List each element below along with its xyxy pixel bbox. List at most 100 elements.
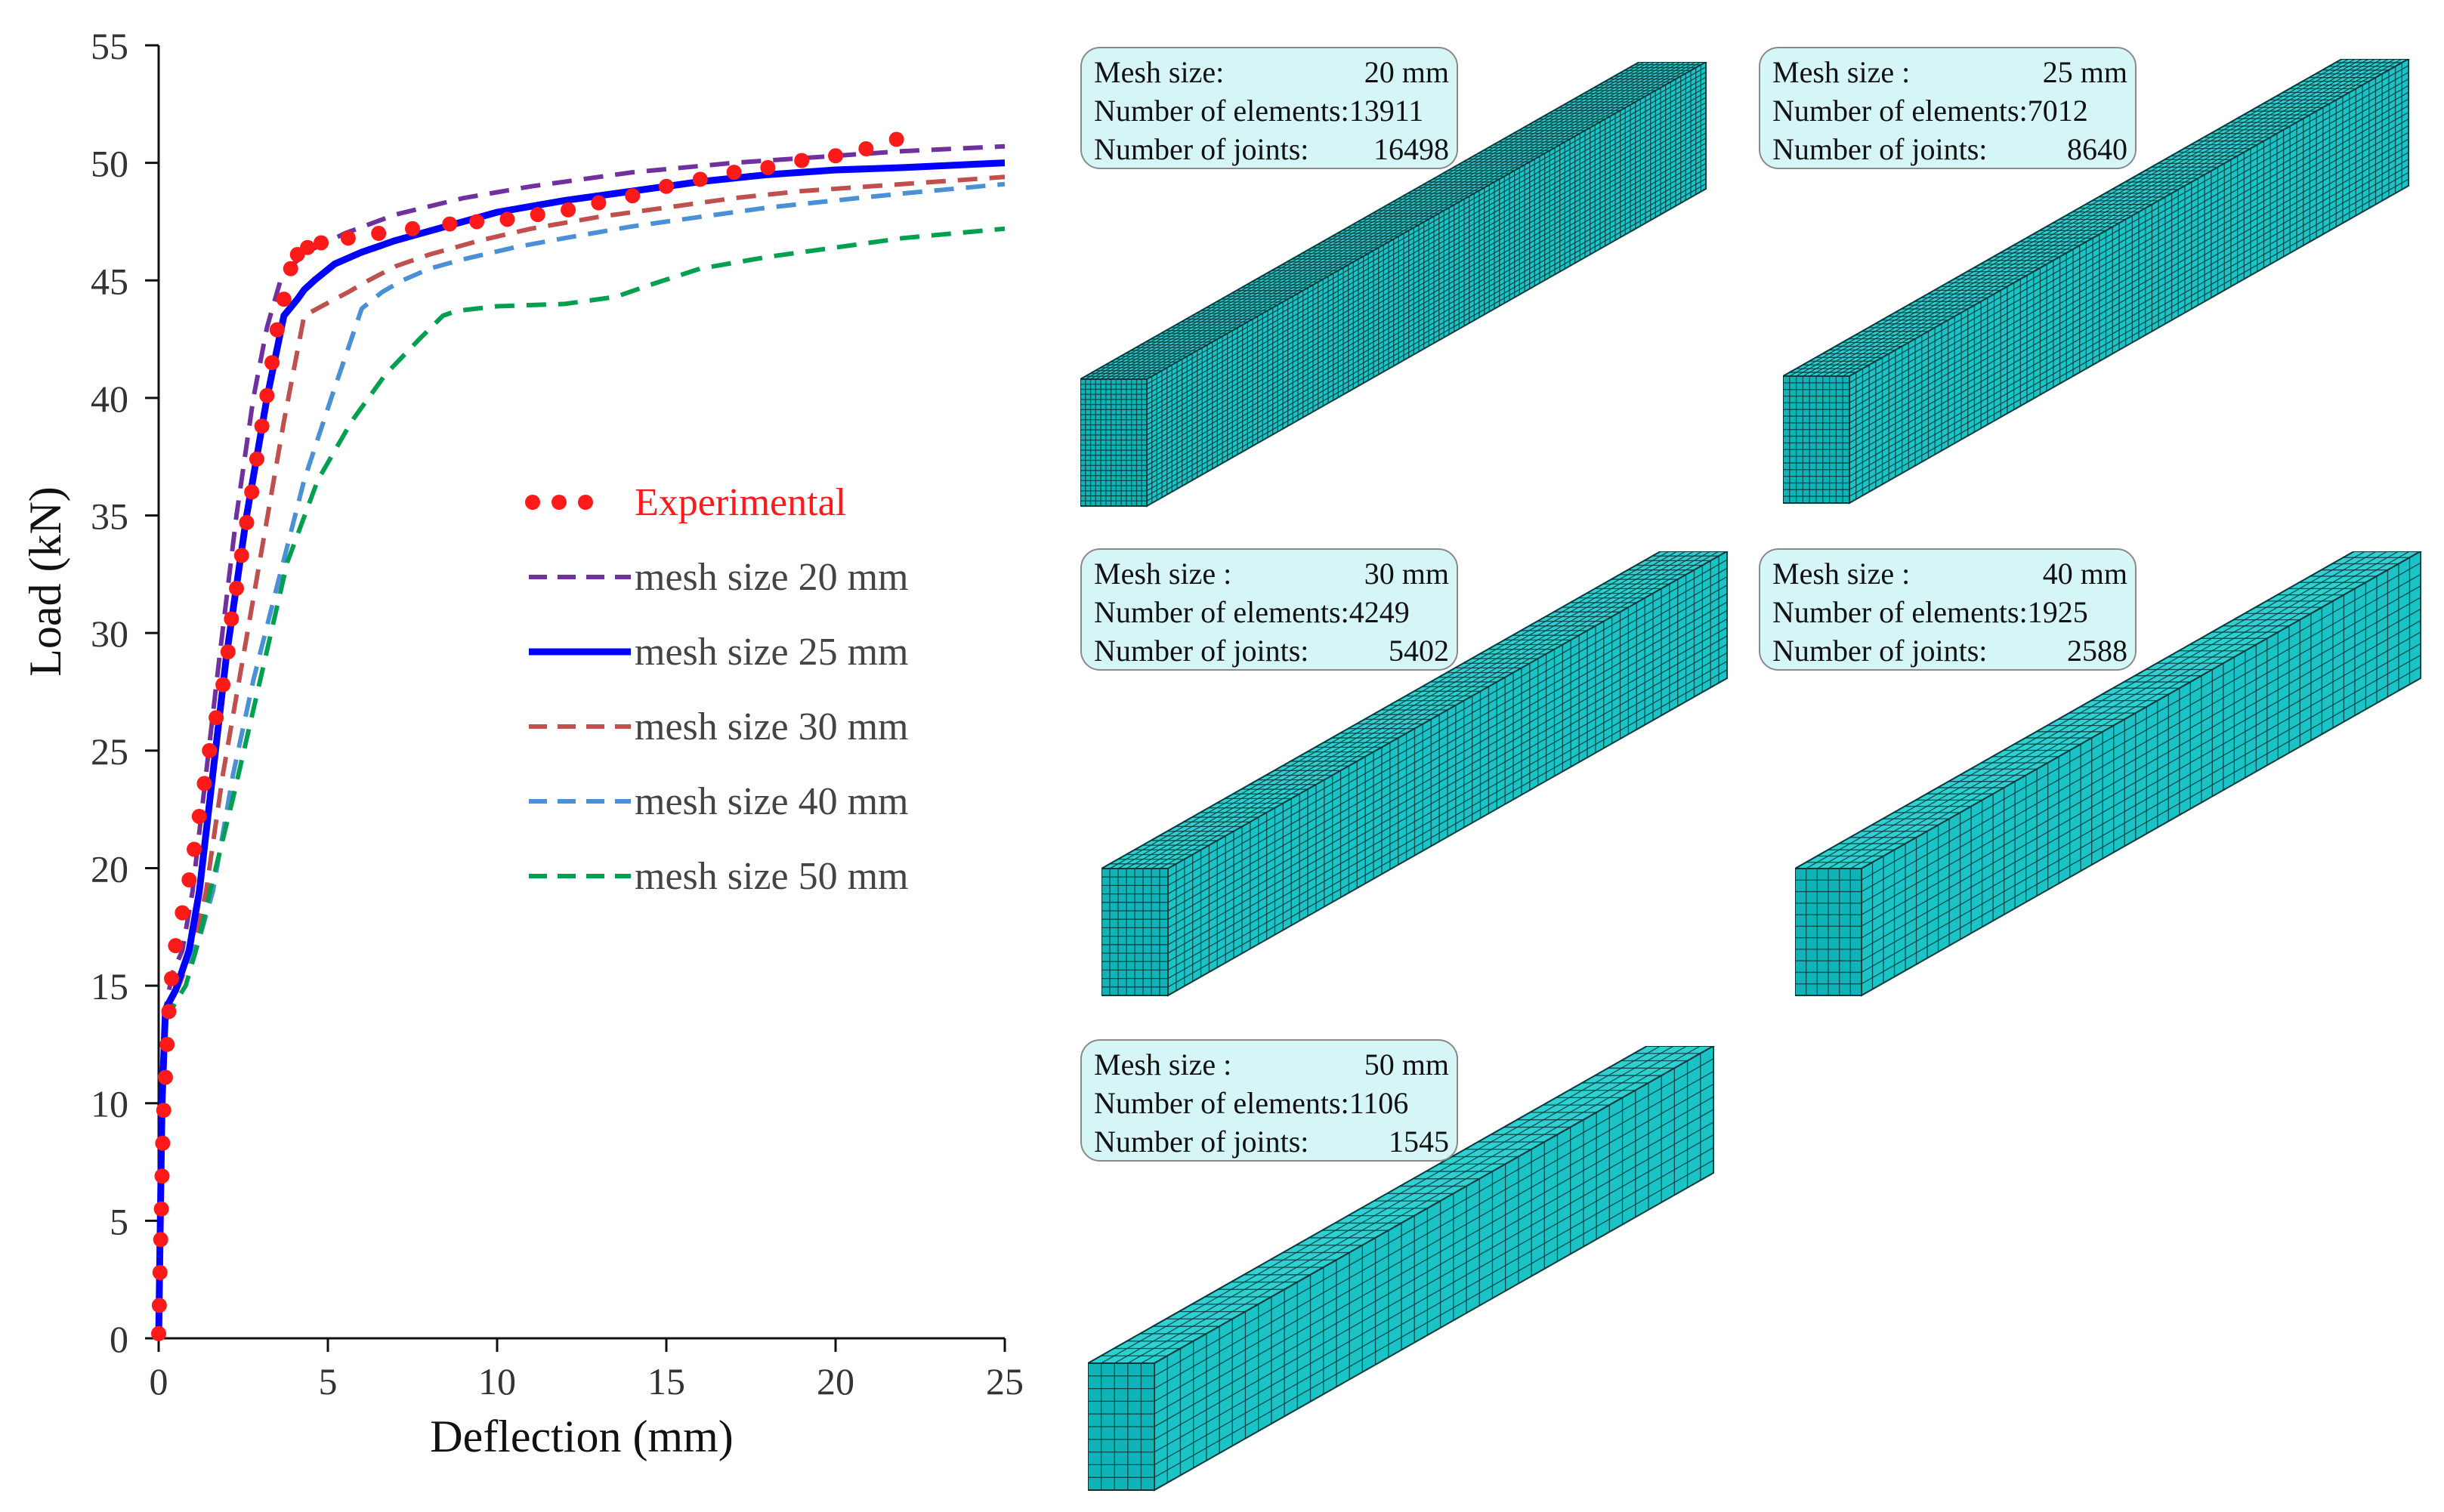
- series-line-mesh-size-30-mm: [156, 174, 1006, 1339]
- legend-entry-mesh-size-25-mm: mesh size 25 mm: [529, 631, 909, 674]
- mesh-size-row: Mesh size :40 mm: [1772, 554, 2127, 593]
- experimental-point: [469, 214, 485, 230]
- number-of-elements-row: Number of elements:7012: [1772, 91, 2127, 130]
- mesh-size-value: 20 mm: [1364, 55, 1449, 89]
- experimental-point: [259, 387, 275, 403]
- mesh-size-value: 25 mm: [2042, 55, 2127, 89]
- beam-mesh-30: [1101, 551, 1729, 997]
- x-tick-label: 5: [319, 1360, 338, 1402]
- y-tick-label: 30: [91, 613, 128, 655]
- experimental-point: [405, 221, 420, 236]
- experimental-point: [157, 1069, 173, 1085]
- experimental-point: [340, 230, 356, 246]
- experimental-point: [726, 165, 742, 181]
- experimental-point: [499, 211, 515, 227]
- experimental-point: [215, 677, 231, 693]
- series-line-mesh-size-50-mm: [156, 226, 1006, 1339]
- y-tick-label: 0: [110, 1318, 128, 1360]
- experimental-point: [209, 710, 224, 726]
- mesh-size-label: Mesh size:: [1094, 55, 1225, 89]
- legend-entry-mesh-size-30-mm: mesh size 30 mm: [529, 705, 909, 748]
- mesh-size-row: Mesh size :30 mm: [1094, 554, 1449, 593]
- mesh-size-row: Mesh size: 20 mm: [1094, 53, 1449, 91]
- experimental-point: [254, 418, 270, 434]
- number-of-joints-value: 8640: [2067, 132, 2127, 166]
- beam-mesh-lines: [1101, 551, 1728, 995]
- beam-mesh-lines: [1088, 1046, 1714, 1490]
- number-of-elements-value: 13911: [1349, 94, 1424, 128]
- experimental-point: [530, 207, 545, 223]
- experimental-point: [888, 131, 904, 147]
- beam-mesh-20: [1080, 62, 1708, 508]
- experimental-point: [229, 581, 245, 597]
- number-of-elements-value: 1925: [2027, 595, 2088, 629]
- mesh-size-row: Mesh size :50 mm: [1094, 1045, 1449, 1084]
- number-of-elements-label: Number of elements:: [1772, 94, 2028, 128]
- legend-entry-experimental: Experimental: [525, 481, 846, 524]
- legend-label: mesh size 25 mm: [635, 631, 909, 674]
- experimental-point: [249, 451, 264, 467]
- mesh-size-label: Mesh size :: [1772, 55, 1911, 89]
- experimental-point: [561, 202, 576, 218]
- number-of-joints-label: Number of joints:: [1772, 634, 1988, 668]
- number-of-elements-row: Number of elements:1106: [1094, 1084, 1449, 1122]
- chart-series: [151, 131, 1006, 1341]
- legend-marker: [525, 495, 540, 510]
- number-of-elements-row: Number of elements:13911: [1094, 91, 1449, 130]
- mesh-size-row: Mesh size : 25 mm: [1772, 53, 2127, 91]
- experimental-point: [153, 1232, 168, 1248]
- legend-entry-mesh-size-40-mm: mesh size 40 mm: [529, 780, 909, 823]
- beam-mesh-lines: [1080, 62, 1707, 506]
- y-tick-label: 50: [91, 143, 128, 185]
- experimental-point: [442, 216, 458, 232]
- experimental-point: [191, 808, 207, 824]
- number-of-joints-row: Number of joints:5402: [1094, 631, 1449, 670]
- number-of-joints-row: Number of joints:16498: [1094, 130, 1449, 168]
- beam-front-face: [1080, 378, 1148, 507]
- number-of-elements-label: Number of elements:: [1094, 595, 1349, 629]
- experimental-point: [314, 235, 329, 251]
- experimental-point: [692, 171, 708, 187]
- y-tick-label: 40: [91, 378, 128, 420]
- experimental-point: [155, 1135, 171, 1151]
- experimental-point: [794, 153, 810, 168]
- experimental-point: [161, 1004, 177, 1020]
- x-tick-label: 25: [986, 1360, 1024, 1402]
- number-of-joints-label: Number of joints:: [1094, 1125, 1309, 1159]
- experimental-point: [283, 261, 298, 276]
- mesh-size-value: 50 mm: [1364, 1048, 1449, 1082]
- x-axis-label: Deflection (mm): [430, 1412, 734, 1461]
- experimental-point: [181, 872, 197, 888]
- x-tick-label: 20: [817, 1360, 854, 1402]
- experimental-point: [175, 905, 190, 921]
- experimental-point: [196, 776, 212, 791]
- number-of-elements-value: 1106: [1349, 1086, 1409, 1120]
- legend-marker: [578, 495, 593, 510]
- beam-mesh-lines: [1783, 59, 2409, 503]
- experimental-point: [591, 195, 607, 211]
- experimental-point: [168, 938, 184, 954]
- series-line-mesh-size-25-mm: [155, 159, 1006, 1339]
- mesh-size-value: 30 mm: [1364, 557, 1449, 591]
- experimental-point: [828, 148, 843, 164]
- number-of-elements-row: Number of elements:1925: [1772, 593, 2127, 631]
- experimental-point: [625, 188, 641, 204]
- x-tick-label: 15: [647, 1360, 685, 1402]
- y-tick-label: 25: [91, 730, 128, 773]
- experimental-point: [156, 1103, 171, 1119]
- experimental-point: [264, 355, 280, 371]
- legend-label: mesh size 40 mm: [635, 780, 909, 823]
- legend-entry-mesh-size-50-mm: mesh size 50 mm: [529, 855, 909, 898]
- number-of-joints-value: 16498: [1373, 132, 1449, 166]
- series-line-mesh-size-40-mm: [156, 181, 1006, 1339]
- experimental-point: [233, 548, 249, 563]
- experimental-point: [152, 1264, 168, 1280]
- legend-marker: [552, 495, 567, 510]
- number-of-joints-row: Number of joints:1545: [1094, 1122, 1449, 1161]
- y-tick-label: 10: [91, 1083, 128, 1125]
